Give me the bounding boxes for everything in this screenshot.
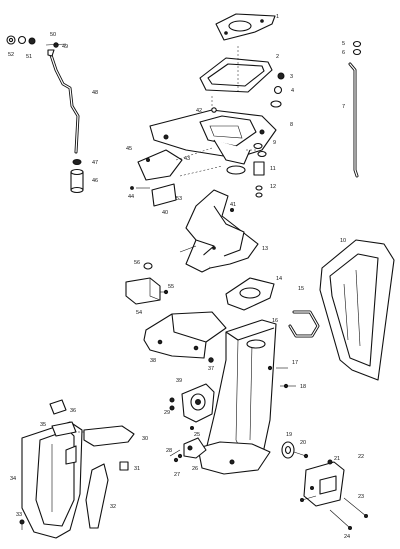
callout-8: 8 xyxy=(290,122,293,128)
callout-11: 11 xyxy=(270,166,276,172)
lower-cover-34 xyxy=(21,421,83,539)
callout-28: 28 xyxy=(166,448,172,454)
side-cover-10 xyxy=(319,239,395,381)
callout-10: 10 xyxy=(340,238,346,244)
callout-5: 5 xyxy=(342,41,345,47)
callout-23: 23 xyxy=(358,494,364,500)
clamp-blocks xyxy=(125,262,169,305)
small-lower-parts xyxy=(19,399,135,530)
callout-1: 1 xyxy=(276,14,279,20)
callout-13: 13 xyxy=(262,246,268,252)
shift-rod-assembly xyxy=(6,35,84,194)
callout-38: 38 xyxy=(150,358,156,364)
callout-46: 46 xyxy=(92,178,98,184)
callout-15: 15 xyxy=(298,286,304,292)
mount-brackets xyxy=(130,147,223,207)
callout-51: 51 xyxy=(26,54,32,60)
callout-40: 40 xyxy=(162,210,168,216)
gasket-and-tube xyxy=(225,277,320,338)
callout-16: 16 xyxy=(272,318,278,324)
callout-49: 49 xyxy=(62,44,68,50)
callout-56: 56 xyxy=(134,260,140,266)
callout-24: 24 xyxy=(344,534,350,540)
callout-9: 9 xyxy=(273,140,276,146)
callout-7: 7 xyxy=(342,104,345,110)
callout-32: 32 xyxy=(110,504,116,510)
bracket-39 xyxy=(169,383,215,430)
callout-41: 41 xyxy=(230,202,236,208)
callout-6: 6 xyxy=(342,50,345,56)
callout-14: 14 xyxy=(276,276,282,282)
callout-29: 29 xyxy=(164,410,170,416)
callout-37: 37 xyxy=(208,366,214,372)
callout-54: 54 xyxy=(136,310,142,316)
callout-31: 31 xyxy=(134,466,140,472)
callout-2: 2 xyxy=(276,54,279,60)
fasteners-19-20 xyxy=(281,441,309,459)
callout-21: 21 xyxy=(334,456,340,462)
driveshaft-housing-16 xyxy=(197,319,296,475)
upper-cover-assembly xyxy=(149,13,285,175)
callout-44: 44 xyxy=(128,194,134,200)
frame-13 xyxy=(179,189,259,273)
callout-48: 48 xyxy=(92,90,98,96)
callout-22: 22 xyxy=(358,454,364,460)
callout-52: 52 xyxy=(8,52,14,58)
callout-26: 26 xyxy=(192,466,198,472)
callout-labels: 1 2 3 4 5 6 7 8 9 10 11 12 13 14 15 16 1… xyxy=(8,14,364,540)
callout-39: 39 xyxy=(176,378,182,384)
callout-20: 20 xyxy=(300,440,306,446)
callout-55: 55 xyxy=(168,284,174,290)
callout-36: 36 xyxy=(70,408,76,414)
callout-27: 27 xyxy=(174,472,180,478)
shift-rod-7 xyxy=(348,40,362,178)
callout-34: 34 xyxy=(10,476,16,482)
callout-18: 18 xyxy=(300,384,306,390)
trim-tab-26 xyxy=(169,437,207,463)
callout-43: 43 xyxy=(184,156,190,162)
callout-47: 47 xyxy=(92,160,98,166)
callout-53: 53 xyxy=(176,196,182,202)
callout-19: 19 xyxy=(286,432,292,438)
callout-50: 50 xyxy=(50,32,56,38)
callout-17: 17 xyxy=(292,360,298,366)
hardware-9-12 xyxy=(246,142,267,198)
callout-12: 12 xyxy=(270,184,276,190)
callout-3: 3 xyxy=(290,74,293,80)
callout-25: 25 xyxy=(194,432,200,438)
callout-30: 30 xyxy=(142,436,148,442)
callout-35: 35 xyxy=(40,422,46,428)
callout-42: 42 xyxy=(196,108,202,114)
callout-45: 45 xyxy=(126,146,132,152)
lower-bracket-38 xyxy=(143,311,227,363)
bracket-21 xyxy=(300,459,368,530)
callout-4: 4 xyxy=(291,88,294,94)
callout-33: 33 xyxy=(16,512,22,518)
